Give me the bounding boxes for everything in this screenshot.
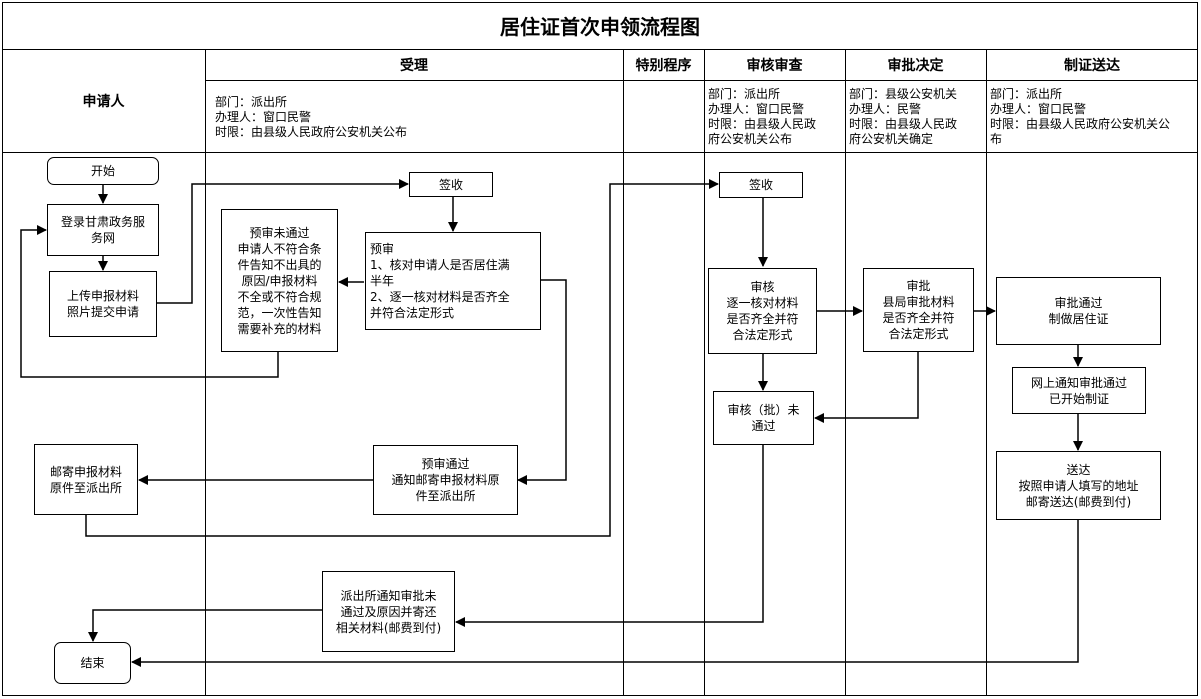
- col-head-special: 特别程序: [635, 58, 692, 74]
- diagram-title: 居住证首次申领流程图: [2, 2, 1198, 50]
- node-upload: 上传申报材料 照片提交申请: [49, 271, 157, 337]
- node-sign-2: 签收: [719, 172, 803, 198]
- arrow-fail-login: [20, 225, 279, 378]
- arrow-approve-fail: [814, 352, 919, 423]
- node-review-fail: 审核（批）未 通过: [713, 391, 814, 445]
- info-issue: 部门：派出所 办理人：窗口民警 时限：由县级人民政府公安机关公 布: [990, 87, 1171, 146]
- node-notify-approved: 网上通知审批通过 已开始制证: [1012, 367, 1146, 414]
- node-precheck-fail: 预审未通过 申请人不符合条 件告知不出具的 原因/申报材料 不全或不符合规 范，…: [221, 209, 338, 352]
- info-approve: 部门：县级公安机关 办理人：民警 时限：由县级人民政 府公安机关确定: [849, 87, 958, 146]
- col-head-accept: 受理: [400, 58, 428, 74]
- col-divider-5: [986, 50, 987, 696]
- header-divider: [205, 80, 1198, 81]
- node-mail-materials: 邮寄申报材料 原件至派出所: [34, 444, 138, 515]
- col-head-applicant: 申请人: [82, 94, 125, 110]
- col-divider-2: [623, 50, 624, 696]
- info-accept: 部门：派出所 办理人：窗口民警 时限：由县级人民政府公安机关公布: [215, 95, 408, 139]
- col-divider-3: [704, 50, 705, 696]
- arrow-fail-notify: [455, 445, 764, 627]
- col-head-approve: 审批决定: [887, 58, 944, 74]
- arrow-mail-sign2: [85, 179, 719, 537]
- header-bottom-line: [2, 152, 1198, 153]
- node-precheck: 预审 1、核对申请人是否居住满 半年 2、逐一核对材料是否齐全 并符合法定形式: [365, 232, 541, 330]
- col-head-review: 审核审查: [746, 58, 803, 74]
- arrow-notify-fail-end: [88, 609, 322, 642]
- col-divider-4: [845, 50, 846, 696]
- node-precheck-pass: 预审通过 通知邮寄申报材料原 件至派出所: [373, 445, 518, 515]
- arrow-upload-sign1: [157, 179, 409, 304]
- node-sign-1: 签收: [409, 172, 493, 197]
- node-approved: 审批通过 制做居住证: [996, 277, 1161, 345]
- node-start: 开始: [47, 157, 159, 185]
- col-head-issue: 制证送达: [1064, 58, 1120, 74]
- node-notify-fail: 派出所通知审批未 通过及原因并寄还 相关材料(邮费到付): [322, 571, 455, 652]
- node-review: 审核 逐一核对材料 是否齐全并符 合法定形式: [708, 268, 817, 354]
- node-deliver: 送达 按照申请人填写的地址 邮寄送达(邮费到付): [996, 451, 1161, 520]
- col-divider-1: [205, 50, 206, 696]
- node-login: 登录甘肃政务服 务网: [47, 204, 159, 256]
- arrow-precheck-pass: [517, 279, 567, 485]
- node-end: 结束: [54, 642, 131, 684]
- info-review: 部门：派出所 办理人：窗口民警 时限：由县级人民政 府公安机关公布: [708, 87, 817, 146]
- node-approve: 审批 县局审批材料 是否齐全并符 合法定形式: [863, 268, 974, 352]
- arrow-deliver-end: [131, 520, 1079, 667]
